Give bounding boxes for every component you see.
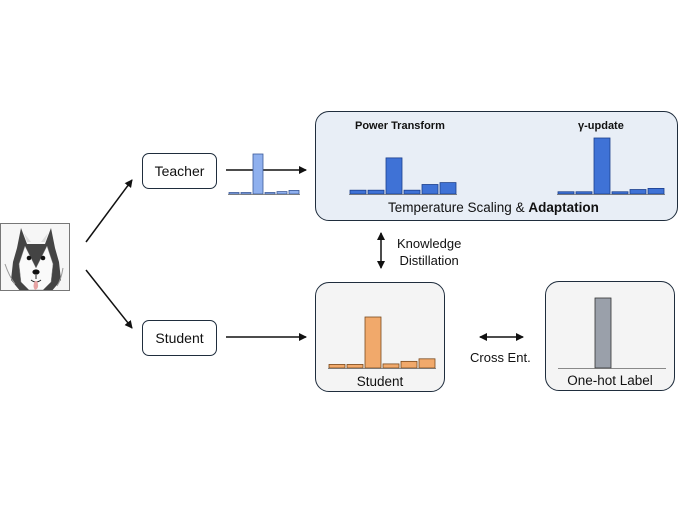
bar-5	[288, 190, 300, 195]
one-hot-distribution	[558, 297, 666, 369]
bar-4	[421, 184, 439, 195]
kd-line-2: Distillation	[399, 253, 459, 268]
bar-4	[276, 191, 288, 195]
teacher-panel-caption: Temperature Scaling & Adaptation	[388, 200, 599, 215]
cross-entropy-label: Cross Ent.	[470, 350, 531, 365]
one-hot-label-panel: One-hot Label	[545, 281, 675, 391]
bar-0	[228, 192, 240, 195]
bar-0	[557, 191, 575, 195]
one-hot-panel-caption: One-hot Label	[567, 373, 653, 388]
bar-2	[252, 153, 264, 195]
bar-0	[349, 189, 367, 195]
bar-2	[593, 137, 611, 195]
bar-1	[367, 189, 385, 195]
bar-2	[385, 157, 403, 195]
arrow-image-to-student	[85, 269, 133, 329]
knowledge-distillation-label: Knowledge Distillation	[397, 235, 461, 269]
gamma-update-distribution	[557, 137, 665, 195]
caption-plain: Temperature Scaling &	[388, 200, 529, 215]
bar-1	[346, 364, 364, 369]
bar-5	[647, 188, 665, 195]
bar-3	[382, 363, 400, 369]
bar-1	[240, 192, 252, 195]
gamma-update-title: γ-update	[578, 120, 624, 132]
teacher-panel: Power Transform γ-update Temperature Sca…	[315, 111, 678, 221]
teacher-raw-distribution	[228, 153, 300, 195]
caption-bold: Adaptation	[528, 200, 599, 215]
bar-1	[575, 191, 593, 195]
bar-5	[439, 182, 457, 195]
arrow-image-to-teacher	[85, 179, 133, 243]
bar-2	[594, 297, 612, 369]
bar-5	[418, 358, 436, 369]
power-transform-title: Power Transform	[355, 120, 445, 132]
student-node: Student	[142, 320, 217, 356]
bar-4	[629, 189, 647, 195]
bar-3	[264, 192, 276, 195]
husky-dog-icon	[1, 224, 69, 290]
teacher-node: Teacher	[142, 153, 217, 189]
student-label: Student	[155, 330, 204, 346]
bar-2	[364, 316, 382, 369]
student-panel-caption: Student	[356, 374, 404, 389]
student-panel: Student	[315, 282, 445, 392]
bar-4	[400, 360, 418, 369]
teacher-label: Teacher	[154, 163, 205, 179]
input-image	[0, 223, 70, 291]
kd-line-1: Knowledge	[397, 236, 462, 251]
bar-3	[403, 189, 421, 195]
bar-0	[328, 364, 346, 369]
power-transform-distribution	[349, 157, 457, 195]
student-distribution	[328, 316, 436, 369]
bar-3	[611, 191, 629, 195]
